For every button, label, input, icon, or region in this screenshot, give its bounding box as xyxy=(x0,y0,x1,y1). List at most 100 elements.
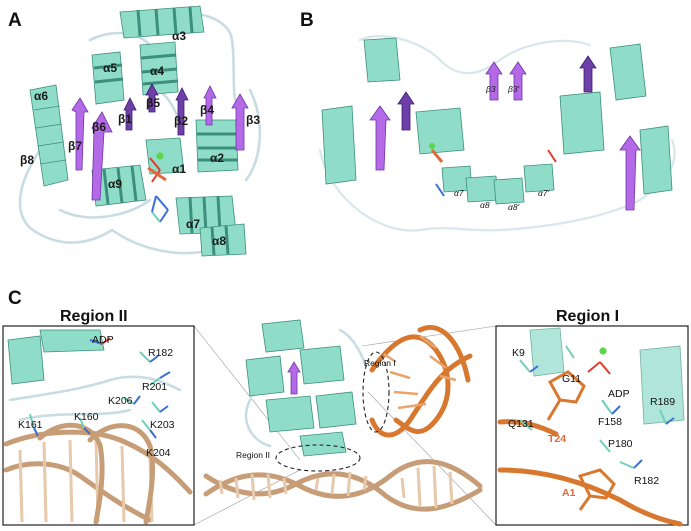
residue-r189: R189 xyxy=(650,396,675,408)
helix-alpha7-prime xyxy=(523,163,555,193)
adp-ligand xyxy=(430,149,557,197)
strand-beta3 xyxy=(231,93,249,151)
loop xyxy=(358,35,592,75)
residue-r182: R182 xyxy=(148,347,173,359)
overview-complex: Region I Region II xyxy=(203,319,483,512)
residue-p180: P180 xyxy=(608,438,633,450)
residue-r182: R182 xyxy=(634,475,659,487)
helix xyxy=(529,327,565,377)
label-beta2: β2 xyxy=(174,114,188,128)
strand-beta1 xyxy=(123,97,137,131)
label-alpha8: α8 xyxy=(480,200,490,210)
zoom-guide xyxy=(361,325,497,347)
zoom-guide xyxy=(193,325,301,461)
overview-region-ii-label: Region II xyxy=(236,450,270,460)
helix xyxy=(639,125,673,195)
dna-backbone xyxy=(37,422,105,525)
helix xyxy=(299,431,347,457)
label-alpha5: α5 xyxy=(103,61,117,75)
panel-b: B β3 β3' α7 α8 α8' α7' xyxy=(300,10,676,232)
dna-backbone xyxy=(203,471,483,512)
panel-c-label: C xyxy=(8,288,22,309)
strand xyxy=(287,361,301,395)
residue-k161: K161 xyxy=(18,419,43,431)
label-alpha1: α1 xyxy=(172,162,186,176)
dna-backbone-orange xyxy=(417,325,471,383)
label-beta3-prime: β3' xyxy=(507,84,520,94)
dna-bases xyxy=(218,465,454,509)
dna-backbone-orange xyxy=(497,419,559,437)
label-alpha8-prime: α8' xyxy=(508,202,520,212)
loop xyxy=(18,408,132,422)
dna-backbone xyxy=(3,461,153,523)
loop xyxy=(58,198,152,219)
residue-k9: K9 xyxy=(512,347,525,359)
residue-q131: Q131 xyxy=(508,418,534,430)
label-beta5: β5 xyxy=(146,96,160,110)
overview-region-i-label: Region I xyxy=(364,358,396,368)
region-i-highlight xyxy=(362,351,390,433)
dna-bases xyxy=(18,439,154,523)
region-ii-inset: Region II ADP R182 xyxy=(2,308,195,526)
label-alpha4: α4 xyxy=(150,64,164,78)
helix-alpha3 xyxy=(119,5,205,39)
label-alpha7: α7 xyxy=(454,188,464,198)
region-i-inset: Region I K9 xyxy=(495,308,689,527)
side-chains xyxy=(29,337,171,439)
loop xyxy=(8,375,182,402)
helix-alpha4 xyxy=(139,41,179,96)
residue-adp: ADP xyxy=(92,334,114,346)
label-alpha6: α6 xyxy=(34,89,48,103)
label-beta8: β8 xyxy=(20,153,34,167)
panel-a-labels: α3 α5 α4 α6 β5 β1 β2 β4 β3 β6 β7 α1 α2 β… xyxy=(20,29,260,248)
strand xyxy=(369,105,391,171)
label-beta4: β4 xyxy=(200,103,214,117)
metal-ion xyxy=(429,143,435,149)
loop xyxy=(244,88,261,182)
helix xyxy=(245,355,285,397)
strand-beta7 xyxy=(91,111,113,201)
helix-alpha6 xyxy=(29,84,69,187)
loop xyxy=(18,148,114,244)
strand xyxy=(397,91,415,131)
residue-k204: K204 xyxy=(146,447,171,459)
helix xyxy=(415,107,465,155)
helix-alpha9 xyxy=(91,164,147,207)
helix xyxy=(315,391,357,429)
dna-bases xyxy=(383,335,457,410)
label-alpha7: α7 xyxy=(186,217,200,231)
metal-ion xyxy=(599,347,607,355)
label-beta3: β3 xyxy=(485,84,496,94)
label-beta3: β3 xyxy=(246,113,260,127)
nucleotide-t24: T24 xyxy=(548,433,566,445)
helix xyxy=(7,335,45,385)
strand xyxy=(619,135,641,211)
adp-ligand xyxy=(147,157,169,223)
panel-a-label: A xyxy=(8,10,22,31)
nucleotide-a1: A1 xyxy=(562,487,576,499)
helix-alpha8-prime xyxy=(493,177,525,205)
region-ii-title: Region II xyxy=(60,308,128,325)
dna-backbone-orange xyxy=(369,353,473,438)
helix-alpha8 xyxy=(199,223,247,257)
residue-adp: ADP xyxy=(608,388,630,400)
helix xyxy=(39,329,105,353)
region-i-title: Region I xyxy=(556,308,619,325)
strand-beta6 xyxy=(71,97,89,171)
metal-ion xyxy=(156,152,164,160)
label-alpha2: α2 xyxy=(210,151,224,165)
label-alpha7-prime: α7' xyxy=(538,188,550,198)
residue-k203: K203 xyxy=(150,419,175,431)
label-alpha3: α3 xyxy=(172,29,186,43)
strand-beta3 xyxy=(485,61,503,101)
loop xyxy=(88,31,152,47)
side-chains xyxy=(519,345,675,469)
residue-f158: F158 xyxy=(598,416,622,428)
dna-backbone xyxy=(203,459,483,499)
label-alpha8: α8 xyxy=(212,234,226,248)
residue-g11: G11 xyxy=(562,373,581,385)
helix-alpha8 xyxy=(465,175,499,203)
panel-c: C Region II xyxy=(2,288,689,527)
label-beta7: β7 xyxy=(68,139,82,153)
dna-backbone-orange xyxy=(497,467,683,527)
